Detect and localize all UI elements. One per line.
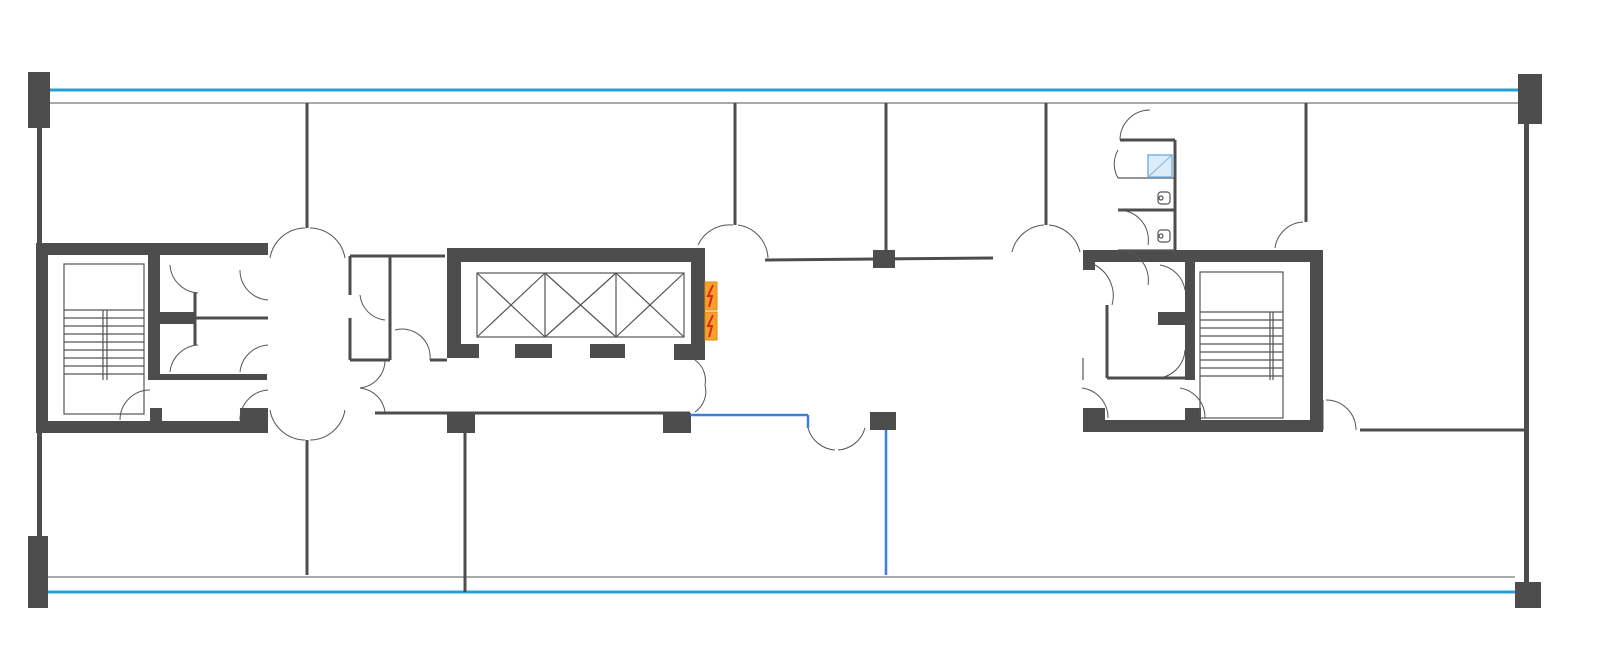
office-partitions (305, 103, 1524, 592)
stair-icon (63, 263, 145, 415)
left-core (36, 243, 268, 433)
stair-icon (1199, 271, 1284, 419)
elevator-icon (476, 272, 685, 338)
column (28, 536, 48, 608)
column (28, 72, 50, 128)
toilet-block (1118, 138, 1177, 251)
column (1515, 582, 1541, 608)
elevator-core (447, 248, 705, 360)
right-exterior-wall (1524, 124, 1529, 582)
right-core (1082, 250, 1323, 432)
new-partitions (690, 413, 888, 575)
bottom-facade (48, 576, 1515, 594)
lobby-partitions (348, 254, 691, 433)
toilet-icon (1157, 191, 1171, 205)
top-facade (50, 88, 1518, 104)
toilet-icon (1157, 229, 1171, 243)
column (1518, 74, 1542, 124)
door-swing-icon (119, 109, 1357, 451)
electrical-panel-icon (704, 281, 718, 341)
